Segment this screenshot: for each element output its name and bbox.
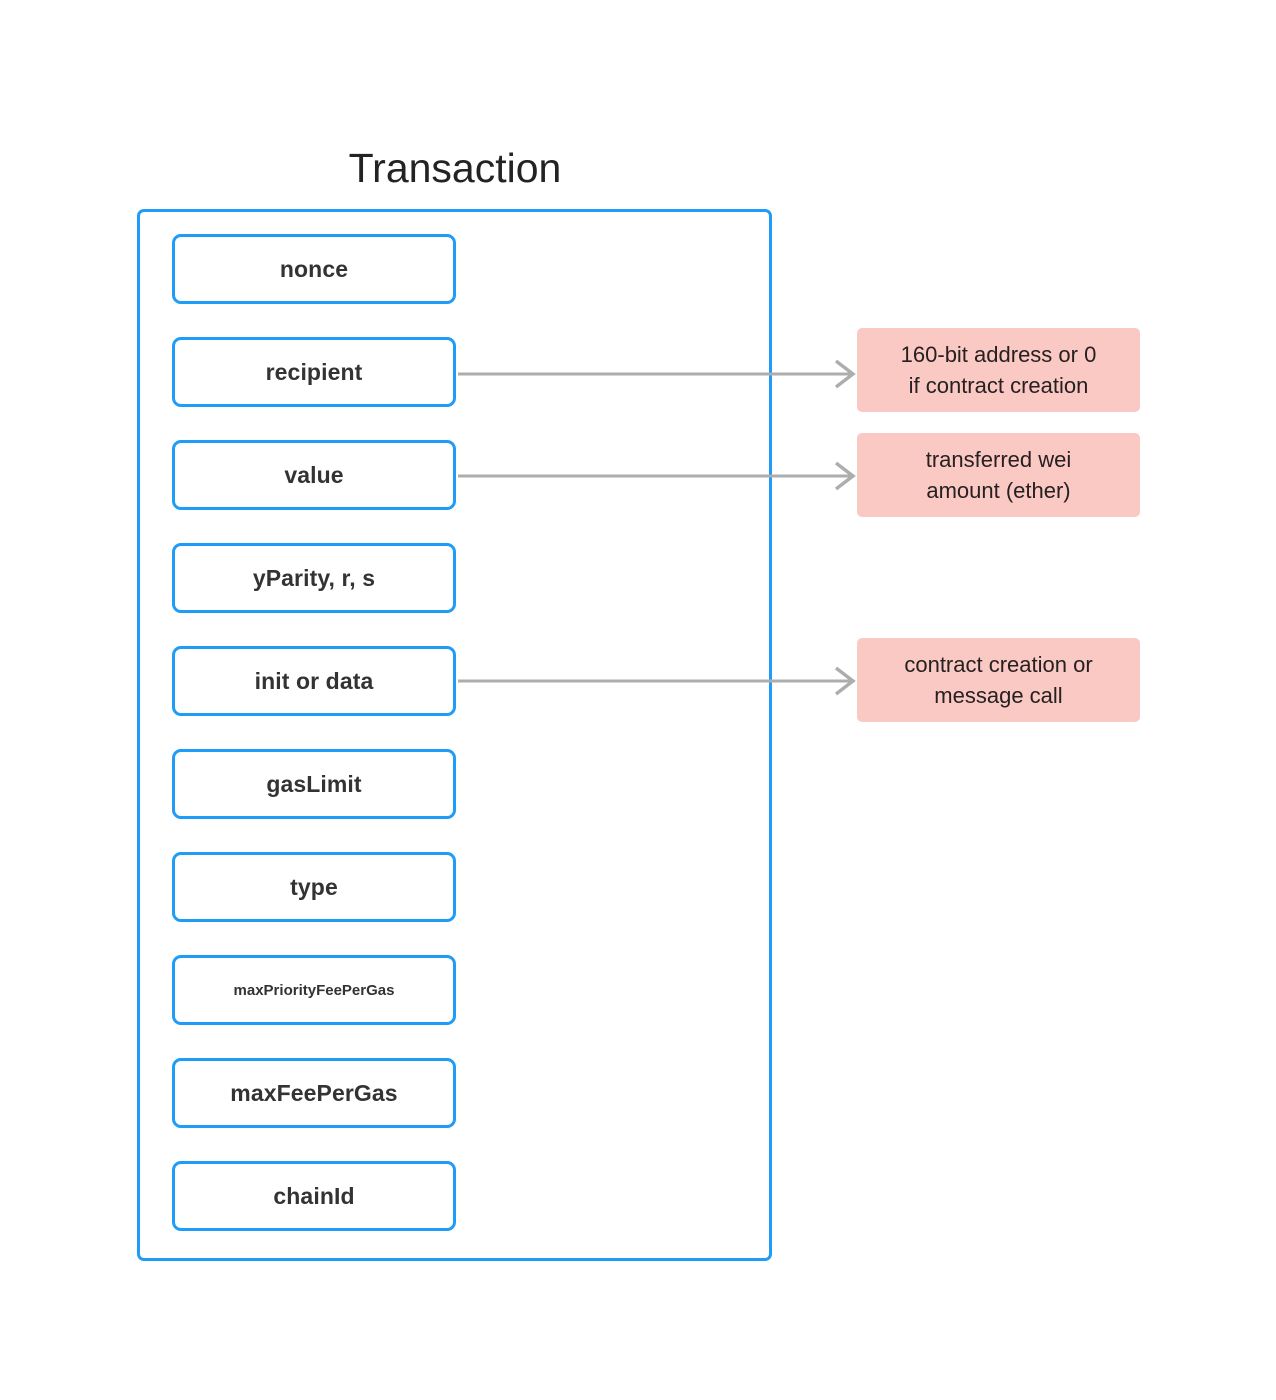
note-line-1: contract creation or [904,651,1093,677]
field-box-nonce[interactable]: nonce [172,234,456,304]
field-box-maxfeepergas[interactable]: maxFeePerGas [172,1058,456,1128]
field-label: type [290,873,338,900]
arrow-head-icon [834,359,856,389]
note-box-value: transferred wei amount (ether) [857,433,1140,517]
field-box-chainid[interactable]: chainId [172,1161,456,1231]
field-box-init-or-data[interactable]: init or data [172,646,456,716]
field-box-maxpriorityfeepergas[interactable]: maxPriorityFeePerGas [172,955,456,1025]
field-label: init or data [254,667,374,694]
arrow-head-icon [834,666,856,696]
field-box-yparity-r-s[interactable]: yParity, r, s [172,543,456,613]
field-box-type[interactable]: type [172,852,456,922]
note-line-1: transferred wei [925,446,1072,472]
note-box-recipient: 160-bit address or 0 if contract creatio… [857,328,1140,412]
note-text: contract creation or message call [904,649,1092,711]
note-line-2: message call [934,683,1063,708]
field-box-gaslimit[interactable]: gasLimit [172,749,456,819]
field-label: value [284,461,344,488]
field-label: maxPriorityFeePerGas [233,981,395,999]
note-box-init-or-data: contract creation or message call [857,638,1140,722]
note-line-2: amount (ether) [926,478,1071,503]
transaction-container [137,209,772,1261]
note-line-2: if contract creation [908,373,1089,398]
field-label: nonce [279,255,349,282]
field-label: recipient [265,358,363,385]
field-label: maxFeePerGas [230,1079,398,1106]
note-text: 160-bit address or 0 if contract creatio… [901,339,1097,401]
field-box-value[interactable]: value [172,440,456,510]
arrow-head-icon [834,461,856,491]
field-label: chainId [273,1182,355,1209]
note-text: transferred wei amount (ether) [926,444,1072,506]
field-box-recipient[interactable]: recipient [172,337,456,407]
field-label: yParity, r, s [252,564,376,591]
field-label: gasLimit [266,770,362,797]
page-title: Transaction [348,145,562,191]
note-line-1: 160-bit address or 0 [900,341,1097,367]
